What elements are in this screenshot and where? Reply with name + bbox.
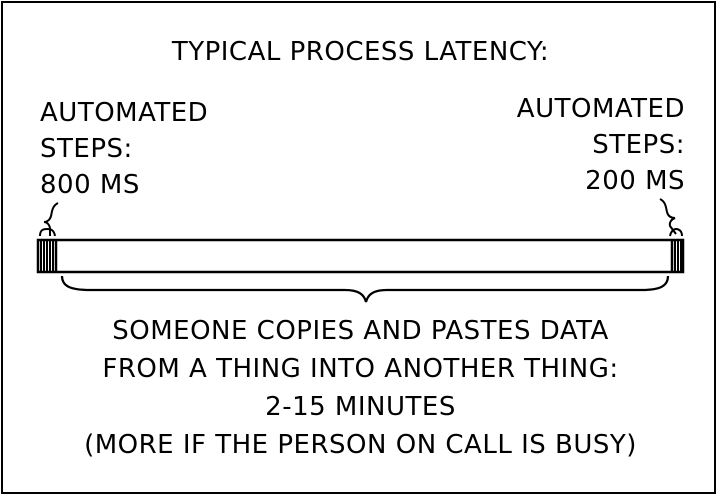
diagram-title: TYPICAL PROCESS LATENCY: (171, 37, 550, 67)
left-automated-steps-label: AUTOMATED STEPS: 800 MS (40, 95, 208, 203)
left-label-line-3: 800 MS (40, 170, 140, 200)
left-pointer-squiggle (43, 202, 59, 236)
right-automated-steps-label: AUTOMATED STEPS: 200 MS (517, 91, 685, 199)
right-label-line-1: AUTOMATED (516, 94, 685, 124)
left-segment-brace (39, 227, 56, 237)
manual-step-caption: SOMEONE COPIES AND PASTES DATA FROM A TH… (0, 312, 721, 464)
comic-panel (1, 1, 716, 494)
right-label-line-2: STEPS: (592, 130, 685, 160)
right-automated-segment (670, 241, 682, 271)
caption-line-1: SOMEONE COPIES AND PASTES DATA (112, 316, 609, 346)
timeline-bar (36, 238, 685, 274)
caption-line-3: 2-15 MINUTES (265, 392, 456, 422)
right-label-line-3: 200 MS (585, 166, 685, 196)
left-automated-segment (40, 241, 58, 271)
left-label-line-2: STEPS: (40, 134, 133, 164)
left-label-line-1: AUTOMATED (40, 98, 209, 128)
caption-line-4: (MORE IF THE PERSON ON CALL IS BUSY) (84, 430, 637, 460)
right-pointer-squiggle (659, 198, 677, 235)
caption-line-2: FROM A THING INTO ANOTHER THING: (102, 354, 619, 384)
manual-step-brace (60, 275, 670, 303)
right-segment-brace (669, 227, 683, 237)
